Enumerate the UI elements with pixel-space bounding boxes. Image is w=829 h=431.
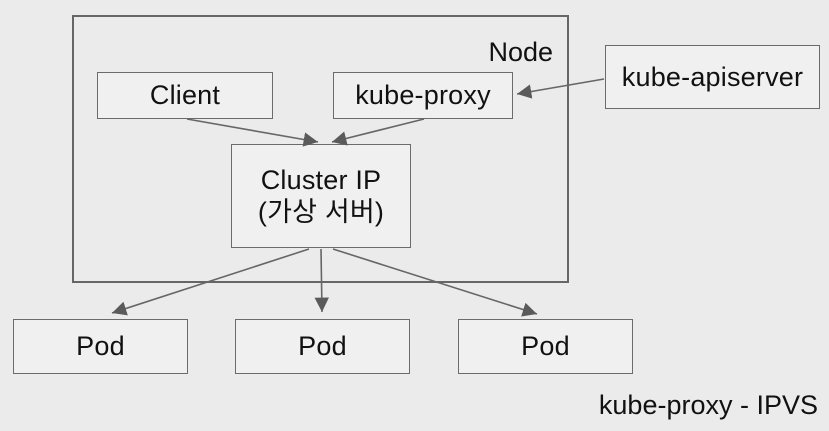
kube-apiserver-label: kube-apiserver xyxy=(621,61,804,92)
cluster-ip-label-line2: (가상 서버) xyxy=(257,197,385,227)
cluster-ip-label-line1: Cluster IP xyxy=(260,165,382,195)
cluster-ip-box: Cluster IP (가상 서버) xyxy=(231,144,411,248)
diagram-caption: kube-proxy - IPVS xyxy=(598,390,818,420)
kube-apiserver-box: kube-apiserver xyxy=(605,45,820,109)
pod-box-1: Pod xyxy=(13,319,188,374)
pod-box-3: Pod xyxy=(458,319,633,374)
client-box: Client xyxy=(97,72,273,119)
node-label: Node xyxy=(488,37,553,67)
kube-proxy-box: kube-proxy xyxy=(333,72,513,119)
client-label: Client xyxy=(149,80,221,110)
kube-proxy-label: kube-proxy xyxy=(355,80,491,110)
pod-2-label: Pod xyxy=(298,331,347,361)
pod-1-label: Pod xyxy=(76,331,125,361)
pod-box-2: Pod xyxy=(235,319,410,374)
pod-3-label: Pod xyxy=(521,331,570,361)
